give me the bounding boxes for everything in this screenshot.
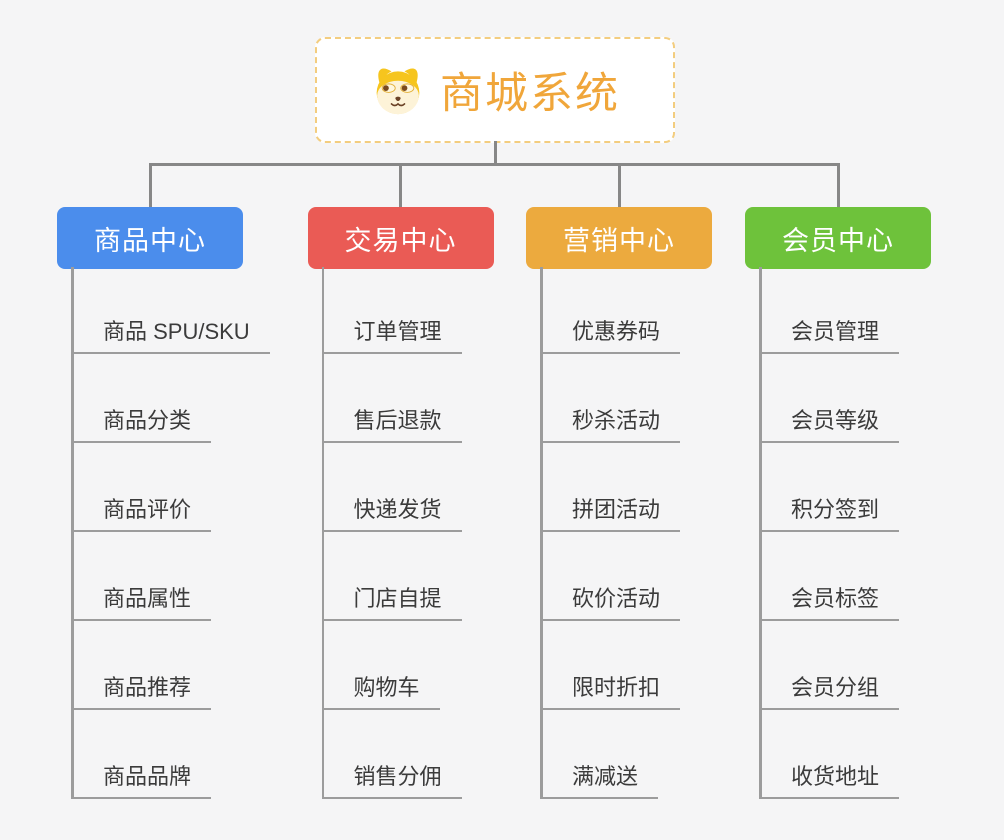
branch-label: 营销中心 [563,225,675,256]
branch-column-line-3 [759,267,762,799]
branch-rail-line [148,163,840,166]
dog-face-icon [376,68,420,115]
branch-column-line-1 [321,267,324,799]
branch-label: 会员中心 [782,225,894,256]
leaf-topic[interactable]: 会员管理 [759,318,900,354]
leaf-topic[interactable]: 商品品牌 [71,763,212,799]
root-title: 商城系统 [440,70,620,118]
leaf-topic[interactable]: 满减送 [540,763,659,799]
branch-header-2[interactable]: 营销中心 [526,207,712,269]
branch-drop-line-1 [399,163,402,209]
branch-header-1[interactable]: 交易中心 [307,207,494,269]
branch-drop-line-3 [836,163,840,209]
leaf-topic[interactable]: 会员等级 [759,407,900,443]
leaf-topic[interactable]: 会员分组 [759,674,900,710]
branch-label: 商品中心 [94,225,206,256]
branch-drop-line-0 [148,163,152,209]
branch-header-0[interactable]: 商品中心 [57,207,243,269]
leaf-topic[interactable]: 优惠券码 [540,318,681,354]
leaf-topic[interactable]: 限时折扣 [540,674,681,710]
leaf-topic[interactable]: 门店自提 [321,585,462,621]
leaf-topic[interactable]: 商品分类 [71,407,212,443]
leaf-topic[interactable]: 商品属性 [71,585,212,621]
leaf-topic[interactable]: 商品推荐 [71,674,212,710]
leaf-topic[interactable]: 秒杀活动 [540,407,681,443]
leaf-topic[interactable]: 售后退款 [321,407,462,443]
branch-header-3[interactable]: 会员中心 [745,207,931,269]
leaf-topic[interactable]: 积分签到 [759,496,900,532]
root-stem-line [493,141,497,166]
leaf-topic[interactable]: 购物车 [321,674,440,710]
leaf-topic[interactable]: 砍价活动 [540,585,681,621]
leaf-topic[interactable]: 销售分佣 [321,763,462,799]
branch-label: 交易中心 [344,225,457,256]
leaf-topic[interactable]: 商品 SPU/SKU [71,318,270,354]
leaf-topic[interactable]: 快递发货 [321,496,462,532]
leaf-topic[interactable]: 订单管理 [321,318,462,354]
branch-column-line-0 [71,267,74,799]
branch-column-line-2 [540,267,543,799]
branch-drop-line-2 [617,163,621,209]
leaf-topic[interactable]: 收货地址 [759,763,900,799]
leaf-topic[interactable]: 商品评价 [71,496,212,532]
root-node[interactable]: 商城系统 [315,37,675,143]
leaf-topic[interactable]: 会员标签 [759,585,900,621]
leaf-topic[interactable]: 拼团活动 [540,496,681,532]
